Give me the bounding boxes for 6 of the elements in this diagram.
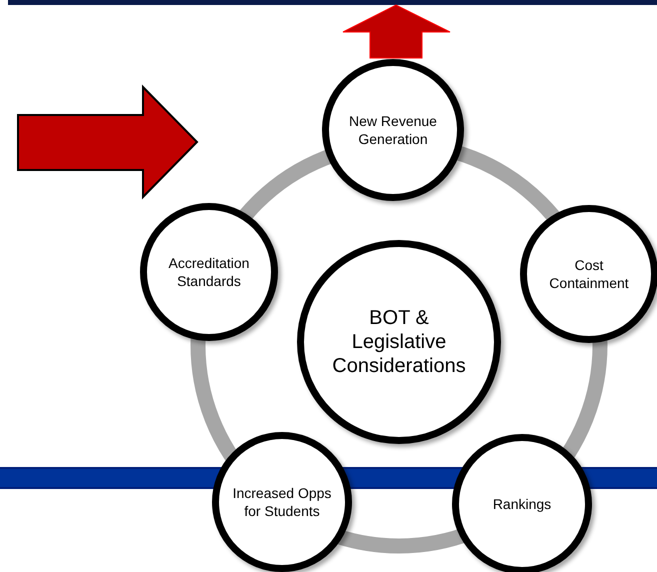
node-label: BOT & Legislative Considerations bbox=[331, 306, 467, 378]
node-label: Increased Opps for Students bbox=[232, 484, 332, 520]
node-label: New Revenue Generation bbox=[348, 112, 438, 148]
node-label: Accreditation Standards bbox=[168, 254, 250, 290]
node-label: Rankings bbox=[492, 495, 552, 513]
node-label: Cost Containment bbox=[548, 256, 630, 292]
